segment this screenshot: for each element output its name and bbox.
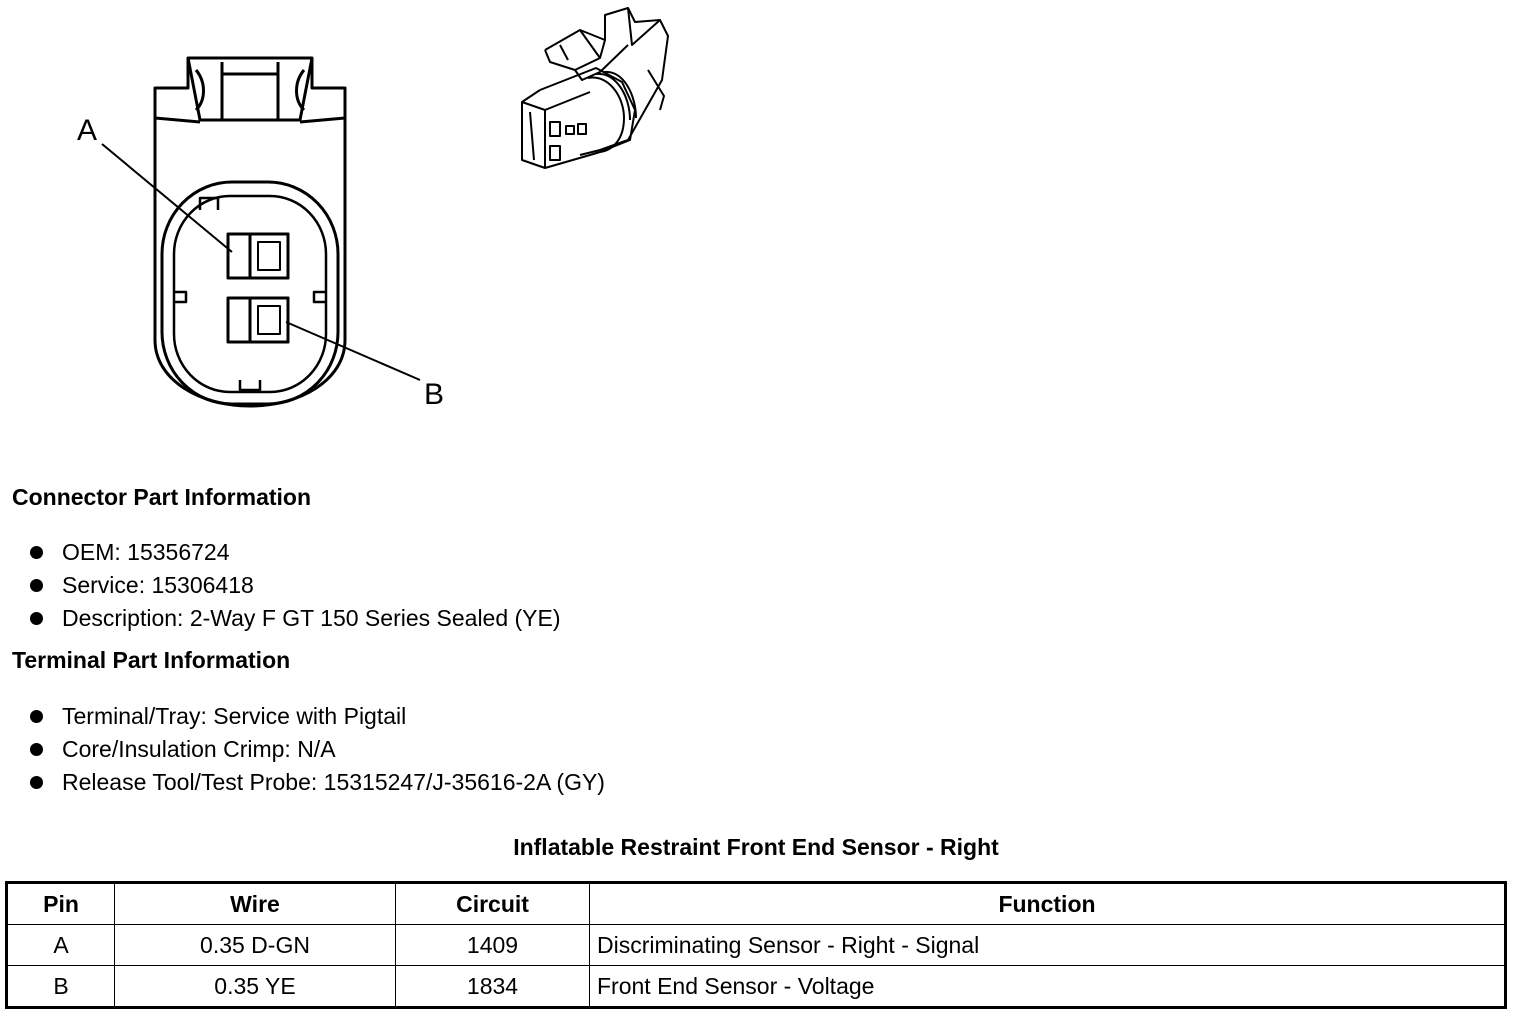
- function-cell: Discriminating Sensor - Right - Signal: [589, 924, 1506, 966]
- column-header-circuit: Circuit: [395, 882, 590, 925]
- pin-label-a: A: [77, 114, 97, 147]
- circuit-cell: 1409: [395, 924, 590, 966]
- oem-part-text: OEM: 15356724: [62, 539, 230, 565]
- column-header-pin: Pin: [6, 882, 115, 925]
- connector-face-view: [153, 56, 347, 408]
- connector-part-info-heading: Connector Part Information: [12, 484, 312, 510]
- terminal-tray-text: Terminal/Tray: Service with Pigtail: [62, 703, 407, 729]
- pinout-table: Pin Wire Circuit Function A 0.35 D-GN 14…: [5, 881, 1507, 1009]
- bullet-icon: [30, 579, 43, 592]
- pin-cell: B: [6, 965, 115, 1008]
- wire-cell: 0.35 D-GN: [114, 924, 396, 966]
- wire-cell: 0.35 YE: [114, 965, 396, 1008]
- bullet-icon: [30, 710, 43, 723]
- bullet-icon: [30, 776, 43, 789]
- bullet-icon: [30, 743, 43, 756]
- table-row: A 0.35 D-GN 1409 Discriminating Sensor -…: [6, 924, 1506, 966]
- bullet-icon: [30, 612, 43, 625]
- function-cell: Front End Sensor - Voltage: [589, 965, 1506, 1008]
- circuit-cell: 1834: [395, 965, 590, 1008]
- terminal-part-info-heading: Terminal Part Information: [12, 647, 291, 673]
- connector-diagram: A B: [77, 7, 669, 411]
- table-header-row: Pin Wire Circuit Function: [6, 882, 1506, 925]
- table-title: Inflatable Restraint Front End Sensor - …: [513, 834, 999, 860]
- description-text: Description: 2-Way F GT 150 Series Seale…: [62, 605, 561, 631]
- service-part-text: Service: 15306418: [62, 572, 254, 598]
- column-header-function: Function: [589, 882, 1506, 925]
- release-tool-text: Release Tool/Test Probe: 15315247/J-3561…: [62, 769, 605, 795]
- bullet-icon: [30, 546, 43, 559]
- pin-cell: A: [6, 924, 115, 966]
- crimp-text: Core/Insulation Crimp: N/A: [62, 736, 336, 762]
- pin-a-leader-line: [101, 143, 233, 253]
- column-header-wire: Wire: [114, 882, 396, 925]
- pin-label-b: B: [424, 378, 444, 411]
- connector-isometric-view: [521, 7, 669, 169]
- pin-b-leader-line: [285, 321, 421, 381]
- table-row: B 0.35 YE 1834 Front End Sensor - Voltag…: [6, 965, 1506, 1008]
